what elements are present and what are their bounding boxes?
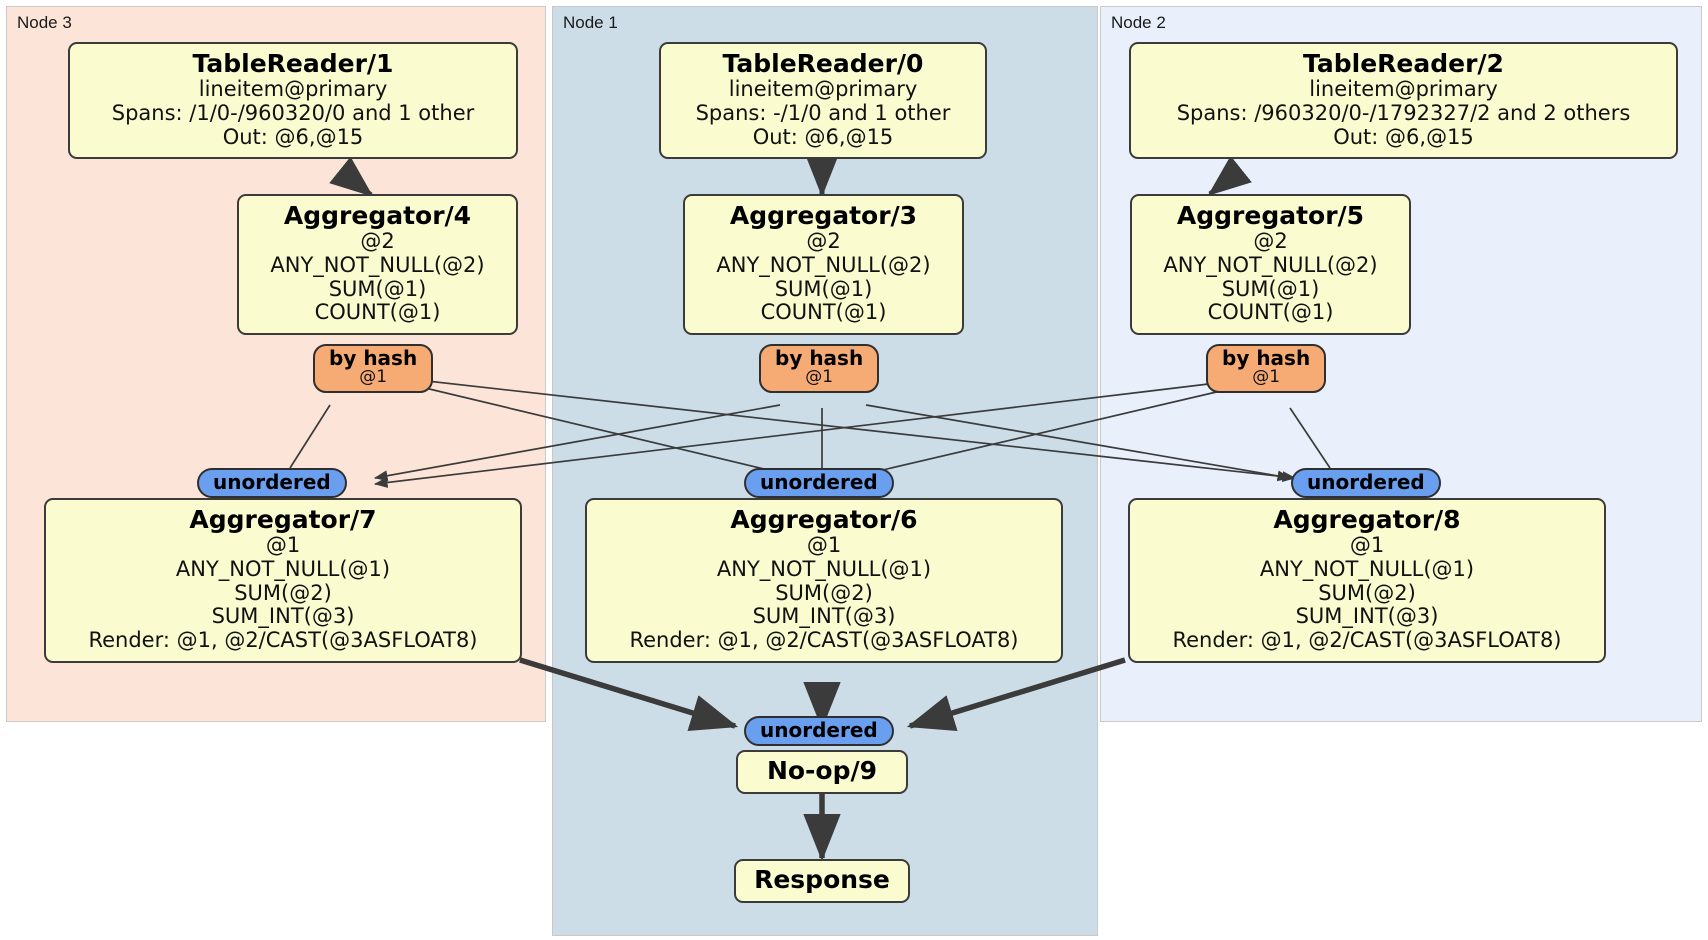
processor-line-agg-0: ANY_NOT_NULL(@2): [716, 252, 931, 277]
processor-line-agg-0: ANY_NOT_NULL(@1): [1259, 556, 1475, 581]
processor-line-agg-0: ANY_NOT_NULL(@2): [270, 252, 485, 277]
processor-line-spans: Spans: -/1/0 and 1 other: [695, 100, 951, 125]
processor-table-reader-0[interactable]: TableReader/0 lineitem@primary Spans: -/…: [659, 42, 987, 160]
sync-badge-title: unordered: [760, 470, 878, 494]
sync-badge-title: unordered: [213, 470, 331, 494]
node-panel-label-node-1: Node 1: [563, 13, 618, 32]
router-badge-column: @1: [805, 367, 834, 387]
processor-line-agg-1: SUM(@2): [1318, 580, 1416, 605]
processor-title: Aggregator/4: [283, 201, 472, 230]
sync-badge-title: unordered: [760, 718, 878, 742]
processor-title: TableReader/2: [1303, 49, 1504, 78]
processor-title: Aggregator/6: [730, 505, 918, 534]
processor-line-agg-1: SUM(@2): [234, 580, 332, 605]
node-panel-label-node-2: Node 2: [1111, 13, 1166, 32]
processor-aggregator-3[interactable]: Aggregator/3 @2 ANY_NOT_NULL(@2) SUM(@1)…: [683, 194, 964, 336]
processor-title: Aggregator/8: [1273, 505, 1461, 534]
router-badge-by-hash-left[interactable]: by hash @1: [313, 344, 434, 393]
node-panel-label-node-3: Node 3: [17, 13, 72, 32]
processor-line-group: @2: [1253, 229, 1288, 254]
processor-line-agg-2: SUM_INT(@3): [1295, 604, 1439, 629]
processor-aggregator-5[interactable]: Aggregator/5 @2 ANY_NOT_NULL(@2) SUM(@1)…: [1130, 194, 1411, 336]
processor-line-agg-1: SUM(@1): [328, 276, 427, 301]
processor-line-render: Render: @1, @2/CAST(@3ASFLOAT8): [629, 628, 1019, 653]
processor-line-out: Out: @6,@15: [752, 124, 894, 149]
processor-table-reader-1[interactable]: TableReader/1 lineitem@primary Spans: /1…: [68, 42, 518, 160]
processor-aggregator-7[interactable]: Aggregator/7 @1 ANY_NOT_NULL(@1) SUM(@2)…: [44, 498, 522, 663]
processor-no-op-9[interactable]: No-op/9: [736, 750, 908, 795]
processor-line-agg-2: COUNT(@1): [760, 300, 887, 325]
processor-line-agg-2: COUNT(@1): [1207, 300, 1334, 325]
processor-line-spans: Spans: /1/0-/960320/0 and 1 other: [111, 100, 475, 125]
sync-badge-unordered-right[interactable]: unordered: [1291, 468, 1441, 498]
processor-line-group: @2: [806, 229, 841, 254]
processor-title: TableReader/0: [722, 49, 924, 78]
processor-line-group: @1: [806, 533, 842, 558]
processor-line-group: @1: [1349, 533, 1385, 558]
sync-badge-title: unordered: [1307, 470, 1425, 494]
processor-line-table: lineitem@primary: [1309, 77, 1498, 102]
router-badge-by-hash-center[interactable]: by hash @1: [759, 344, 880, 393]
processor-response[interactable]: Response: [734, 859, 910, 904]
processor-line-agg-2: SUM_INT(@3): [211, 604, 355, 629]
processor-line-table: lineitem@primary: [198, 77, 388, 102]
processor-line-agg-1: SUM(@1): [774, 276, 873, 301]
processor-line-agg-1: SUM(@2): [775, 580, 873, 605]
processor-line-agg-2: COUNT(@1): [314, 300, 441, 325]
processor-line-table: lineitem@primary: [728, 77, 918, 102]
processor-line-render: Render: @1, @2/CAST(@3ASFLOAT8): [88, 628, 478, 653]
processor-title: Aggregator/3: [729, 201, 918, 230]
sync-badge-unordered-left[interactable]: unordered: [197, 468, 347, 498]
processor-line-out: Out: @6,@15: [1333, 124, 1474, 149]
processor-aggregator-8[interactable]: Aggregator/8 @1 ANY_NOT_NULL(@1) SUM(@2)…: [1128, 498, 1606, 663]
processor-line-spans: Spans: /960320/0-/1792327/2 and 2 others: [1176, 100, 1631, 125]
router-badge-title: by hash: [329, 346, 418, 370]
processor-title: TableReader/1: [192, 49, 394, 78]
router-badge-column: @1: [359, 367, 388, 387]
processor-aggregator-6[interactable]: Aggregator/6 @1 ANY_NOT_NULL(@1) SUM(@2)…: [585, 498, 1063, 663]
processor-line-out: Out: @6,@15: [222, 124, 364, 149]
processor-line-agg-0: ANY_NOT_NULL(@1): [716, 556, 932, 581]
processor-title: Aggregator/7: [189, 505, 377, 534]
router-badge-by-hash-right[interactable]: by hash @1: [1206, 344, 1327, 393]
processor-title: Response: [754, 865, 890, 894]
processor-title: No-op/9: [766, 756, 878, 785]
processor-aggregator-4[interactable]: Aggregator/4 @2 ANY_NOT_NULL(@2) SUM(@1)…: [237, 194, 518, 336]
processor-line-agg-0: ANY_NOT_NULL(@1): [175, 556, 391, 581]
router-badge-column: @1: [1252, 367, 1281, 387]
processor-line-agg-0: ANY_NOT_NULL(@2): [1163, 252, 1378, 277]
processor-table-reader-2[interactable]: TableReader/2 lineitem@primary Spans: /9…: [1129, 42, 1678, 160]
processor-title: Aggregator/5: [1176, 201, 1365, 230]
processor-line-agg-1: SUM(@1): [1221, 276, 1320, 301]
router-badge-title: by hash: [775, 346, 864, 370]
sync-badge-unordered-center[interactable]: unordered: [744, 468, 894, 498]
router-badge-title: by hash: [1222, 346, 1311, 370]
sync-badge-unordered-final[interactable]: unordered: [744, 716, 894, 746]
processor-line-group: @1: [265, 533, 301, 558]
processor-line-render: Render: @1, @2/CAST(@3ASFLOAT8): [1172, 628, 1562, 653]
processor-line-group: @2: [360, 229, 395, 254]
processor-line-agg-2: SUM_INT(@3): [752, 604, 896, 629]
